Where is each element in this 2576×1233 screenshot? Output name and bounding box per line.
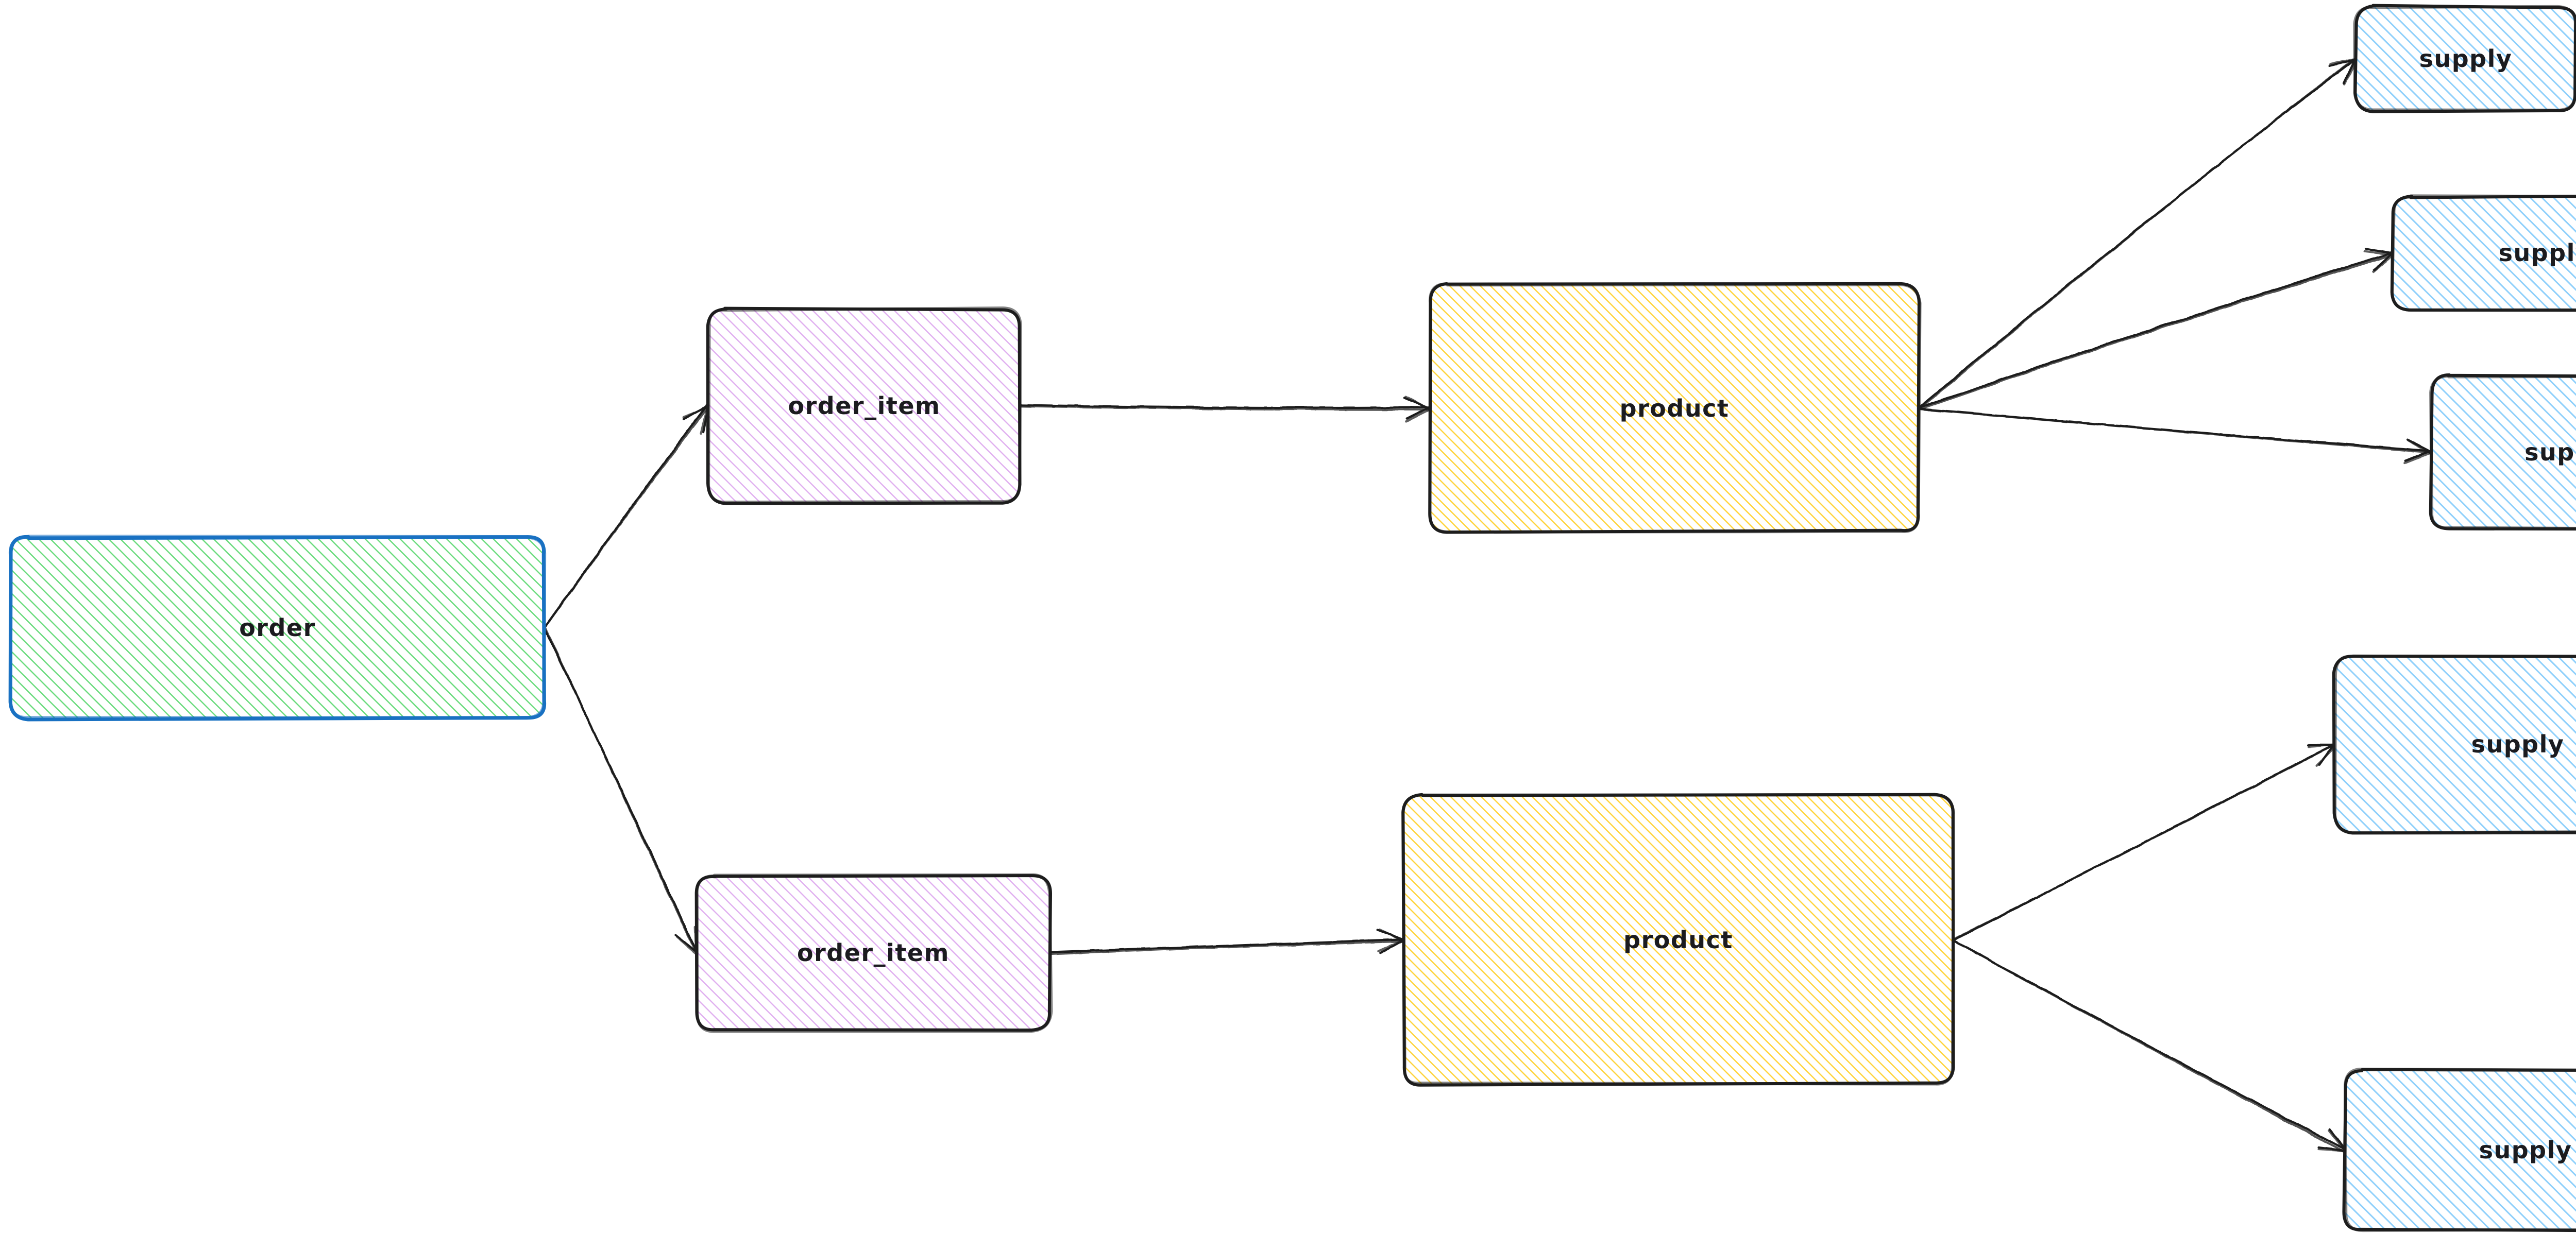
edge-product_1-to-supply_3[interactable] <box>1917 407 2433 465</box>
edge-product_1-to-supply_2[interactable] <box>1918 247 2395 410</box>
edge-line <box>1048 940 1404 955</box>
node-supply[interactable] <box>2390 194 2576 312</box>
arrowhead-stroke <box>2372 253 2395 273</box>
arrowhead-stroke <box>1404 395 1431 411</box>
node-product[interactable] <box>1401 793 1955 1087</box>
arrowhead-stroke <box>2329 58 2357 65</box>
node-order_item[interactable] <box>706 306 1022 505</box>
node-order[interactable] <box>8 535 547 722</box>
edge-product_1-to-supply_1[interactable] <box>1917 57 2358 411</box>
arrowhead-stroke <box>2404 450 2431 462</box>
arrowhead-stroke <box>1405 408 1432 423</box>
edge-order_item_2-to-product_2[interactable] <box>1048 929 1405 955</box>
node-outline <box>2344 1067 2576 1232</box>
node-fill <box>2335 657 2576 832</box>
node-supply[interactable] <box>2332 654 2576 835</box>
node-outline <box>707 306 1022 504</box>
edge-line <box>1019 405 1432 411</box>
node-outline <box>1401 793 1955 1086</box>
arrowhead-stroke <box>2328 1129 2346 1152</box>
node-order_item[interactable] <box>694 873 1053 1033</box>
node-outline <box>2333 654 2576 834</box>
node-outline <box>2353 5 2576 112</box>
node-fill <box>696 875 1050 1030</box>
edge-layer <box>543 57 2433 1153</box>
node-fill <box>2345 1069 2576 1230</box>
edge-order-to-order_item_2[interactable] <box>543 627 699 955</box>
node-supply[interactable] <box>2429 373 2576 531</box>
node-fill <box>2392 196 2576 310</box>
node-fill <box>1404 795 1954 1085</box>
arrowhead-stroke <box>1405 406 1430 420</box>
arrowhead-stroke <box>2317 1148 2346 1152</box>
node-supply[interactable] <box>2353 4 2576 113</box>
edge-line <box>544 627 698 954</box>
arrowhead-stroke <box>2308 743 2336 748</box>
edge-product_2-to-supply_4[interactable] <box>1951 743 2337 942</box>
node-outline <box>1428 282 1922 534</box>
edge-line <box>1918 251 2395 409</box>
arrowhead-stroke <box>1379 929 1405 942</box>
arrowhead-stroke <box>2364 250 2394 256</box>
edge-order_item_1-to-product_1[interactable] <box>1019 395 1432 423</box>
node-outline <box>8 535 547 720</box>
edge-line <box>1952 743 2335 941</box>
node-fill <box>9 537 545 718</box>
node-fill <box>2430 375 2576 528</box>
node-fill <box>1429 284 1920 533</box>
arrowhead-stroke <box>1377 939 1404 952</box>
arrowhead-stroke <box>682 406 709 419</box>
arrowhead-stroke <box>2365 247 2394 254</box>
arrowhead-stroke <box>2406 439 2431 454</box>
edge-line <box>1049 938 1405 954</box>
node-outline <box>2429 374 2576 530</box>
node-product[interactable] <box>1428 282 1922 534</box>
edge-product_2-to-supply_5[interactable] <box>1952 939 2347 1153</box>
node-outline <box>2390 194 2576 312</box>
edge-line <box>1918 408 2432 454</box>
edge-line <box>1952 939 2346 1153</box>
arrowhead-stroke <box>2403 452 2431 465</box>
node-outline <box>695 873 1053 1033</box>
edge-line <box>543 405 709 630</box>
node-supply[interactable] <box>2342 1067 2576 1232</box>
edge-line <box>1918 253 2395 410</box>
arrowhead-stroke <box>2328 1128 2347 1151</box>
edge-line <box>1917 57 2356 411</box>
arrowhead-stroke <box>675 936 698 955</box>
node-layer <box>8 4 2576 1232</box>
node-fill <box>708 309 1021 503</box>
node-fill <box>2355 6 2576 111</box>
edge-order-to-order_item_1[interactable] <box>543 403 710 630</box>
